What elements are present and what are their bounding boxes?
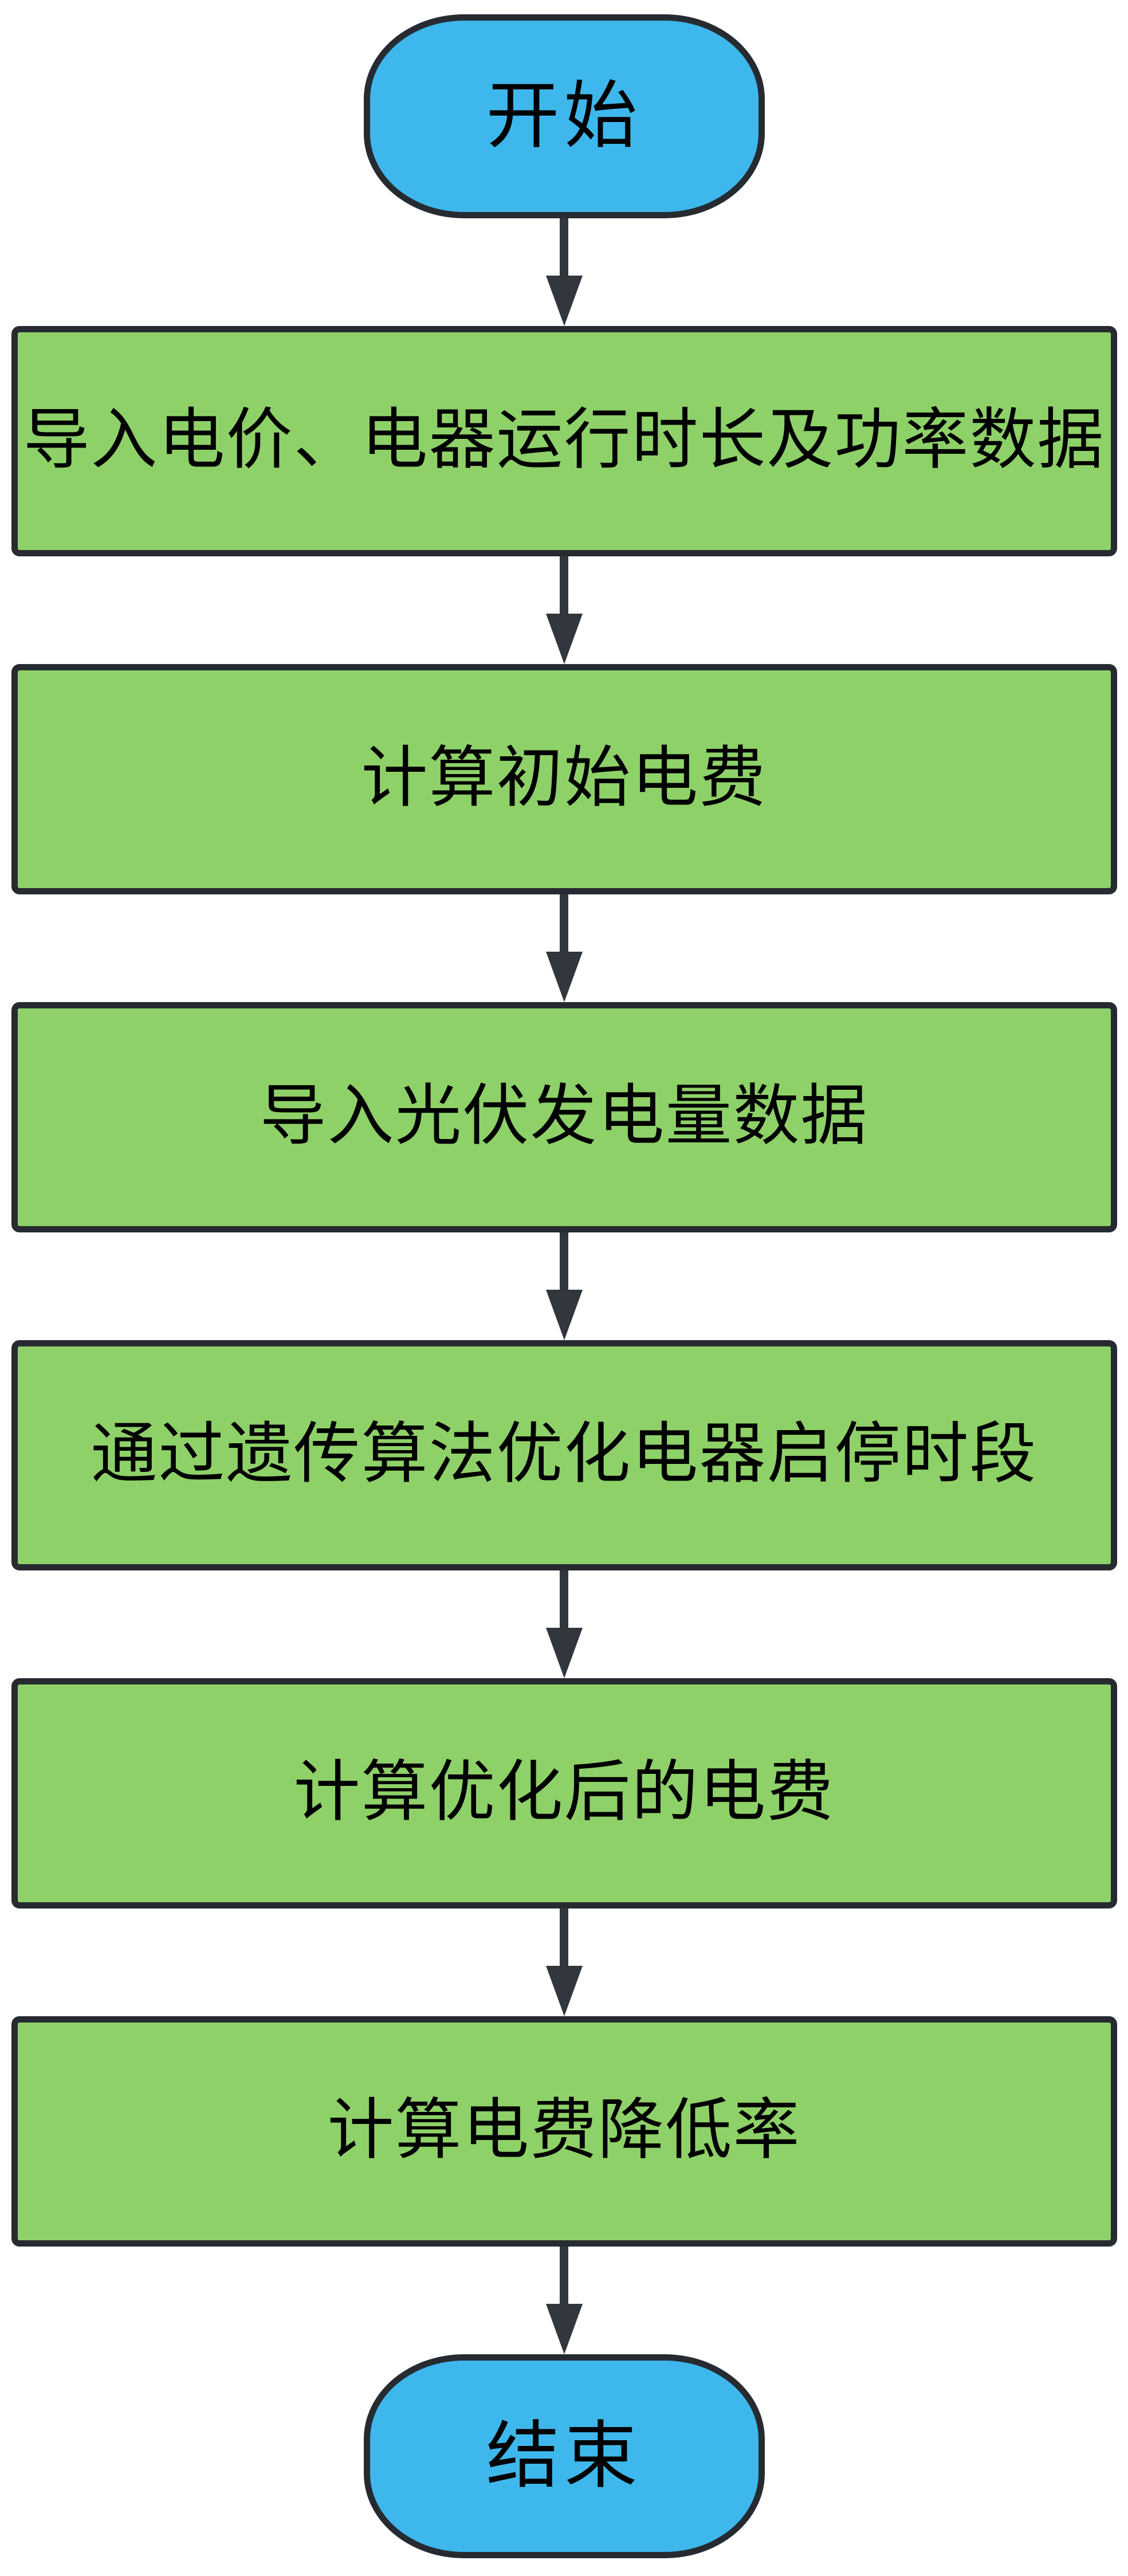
arrow-down-icon (545, 952, 583, 1002)
node-step-6-label: 计算电费降低率 (327, 2094, 801, 2168)
arrow-connector-4 (545, 1232, 583, 1340)
node-start-terminator: 开始 (363, 14, 765, 218)
arrow-down-icon (545, 1628, 583, 1678)
arrow-shaft (560, 2247, 568, 2304)
arrow-connector-2 (545, 556, 583, 664)
arrow-connector-3 (545, 894, 583, 1002)
node-import-price-power-data: 导入电价、电器运行时长及功率数据 (11, 326, 1117, 556)
arrow-down-icon (545, 614, 583, 664)
node-step-1-label: 导入电价、电器运行时长及功率数据 (23, 404, 1105, 478)
node-start-label: 开始 (486, 75, 642, 157)
node-step-2-label: 计算初始电费 (361, 742, 767, 816)
node-calc-bill-reduction-rate: 计算电费降低率 (11, 2016, 1117, 2247)
node-import-pv-generation-data: 导入光伏发电量数据 (11, 1002, 1117, 1232)
node-end-label: 结束 (486, 2415, 642, 2497)
arrow-down-icon (545, 276, 583, 326)
arrow-shaft (560, 1909, 568, 1966)
arrow-connector-7 (545, 2247, 583, 2354)
node-step-4-label: 通过遗传算法优化电器启停时段 (91, 1418, 1037, 1492)
arrow-shaft (560, 1232, 568, 1290)
arrow-connector-5 (545, 1570, 583, 1678)
arrow-shaft (560, 556, 568, 614)
node-step-5-label: 计算优化后的电费 (293, 1756, 835, 1830)
arrow-shaft (560, 894, 568, 952)
arrow-down-icon (545, 1290, 583, 1340)
node-calc-optimized-bill: 计算优化后的电费 (11, 1678, 1117, 1909)
arrow-connector-6 (545, 1909, 583, 2016)
arrow-connector-1 (545, 218, 583, 326)
node-step-3-label: 导入光伏发电量数据 (260, 1080, 868, 1154)
node-end-terminator: 结束 (363, 2354, 765, 2558)
arrow-down-icon (545, 1966, 583, 2016)
arrow-shaft (560, 218, 568, 276)
node-genetic-algorithm-optimize: 通过遗传算法优化电器启停时段 (11, 1340, 1117, 1570)
node-calc-initial-bill: 计算初始电费 (11, 664, 1117, 894)
arrow-shaft (560, 1570, 568, 1628)
arrow-down-icon (545, 2304, 583, 2354)
